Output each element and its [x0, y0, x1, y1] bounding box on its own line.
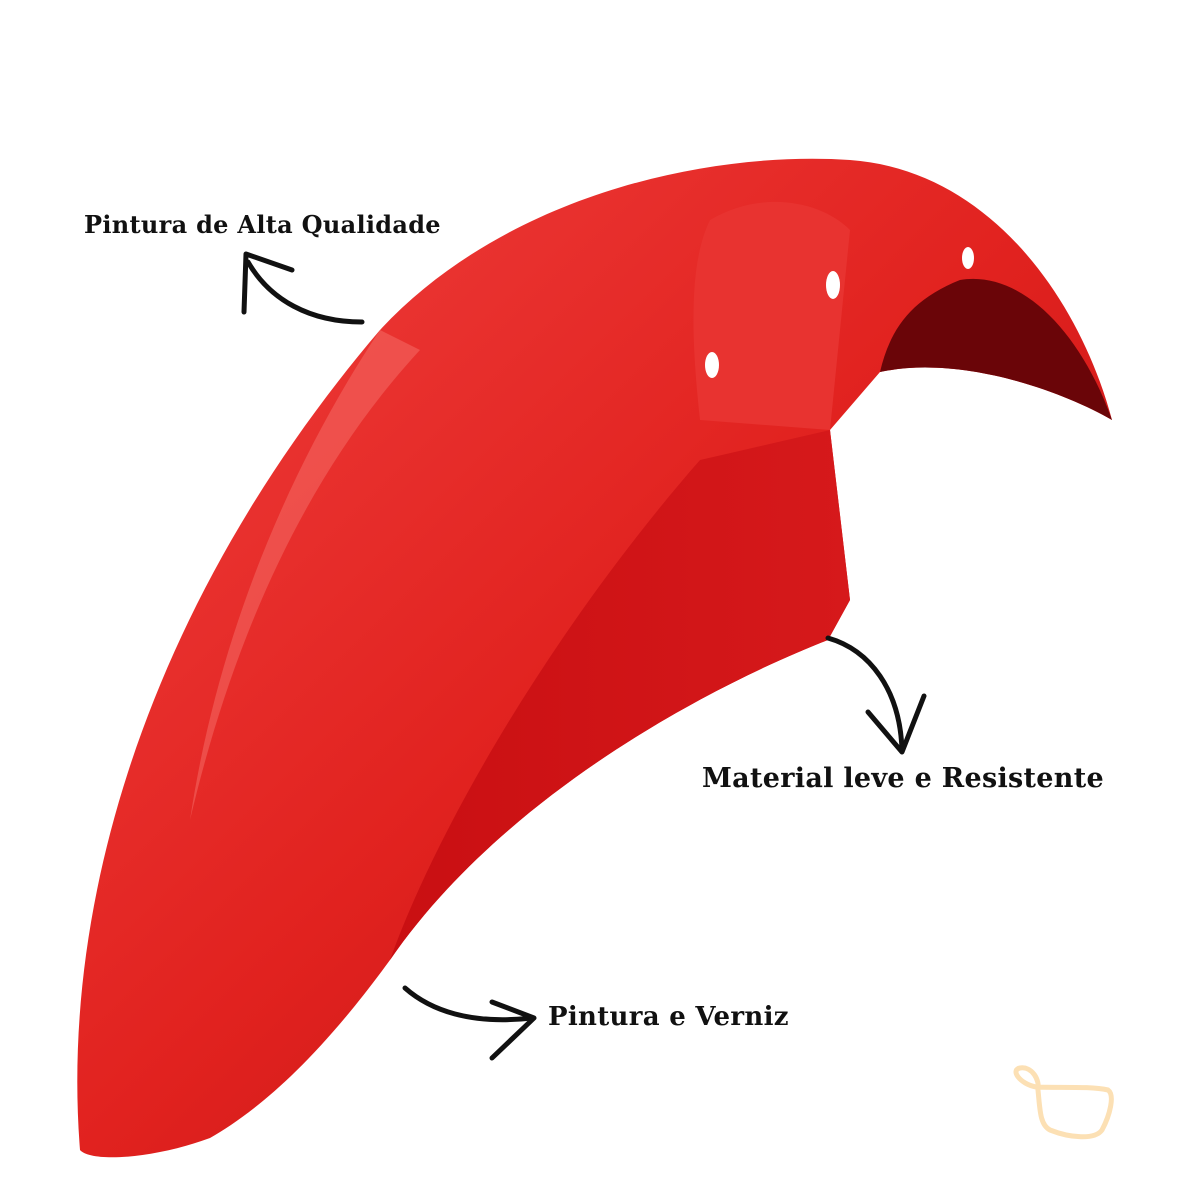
annotation-light-resistant-material: Material leve e Resistente [702, 763, 1104, 794]
mount-hole [826, 271, 840, 299]
mount-hole [962, 247, 974, 269]
mount-hole [705, 352, 719, 378]
annotation-high-quality-paint: Pintura de Alta Qualidade [84, 210, 441, 239]
annotation-paint-and-varnish: Pintura e Verniz [548, 1002, 789, 1032]
arrow-right-icon [402, 985, 537, 1061]
fender [77, 158, 1112, 1158]
arrow-up-left-icon [241, 251, 365, 325]
arrow-down-icon [825, 635, 927, 755]
bowl-logo-icon [1013, 1065, 1114, 1140]
